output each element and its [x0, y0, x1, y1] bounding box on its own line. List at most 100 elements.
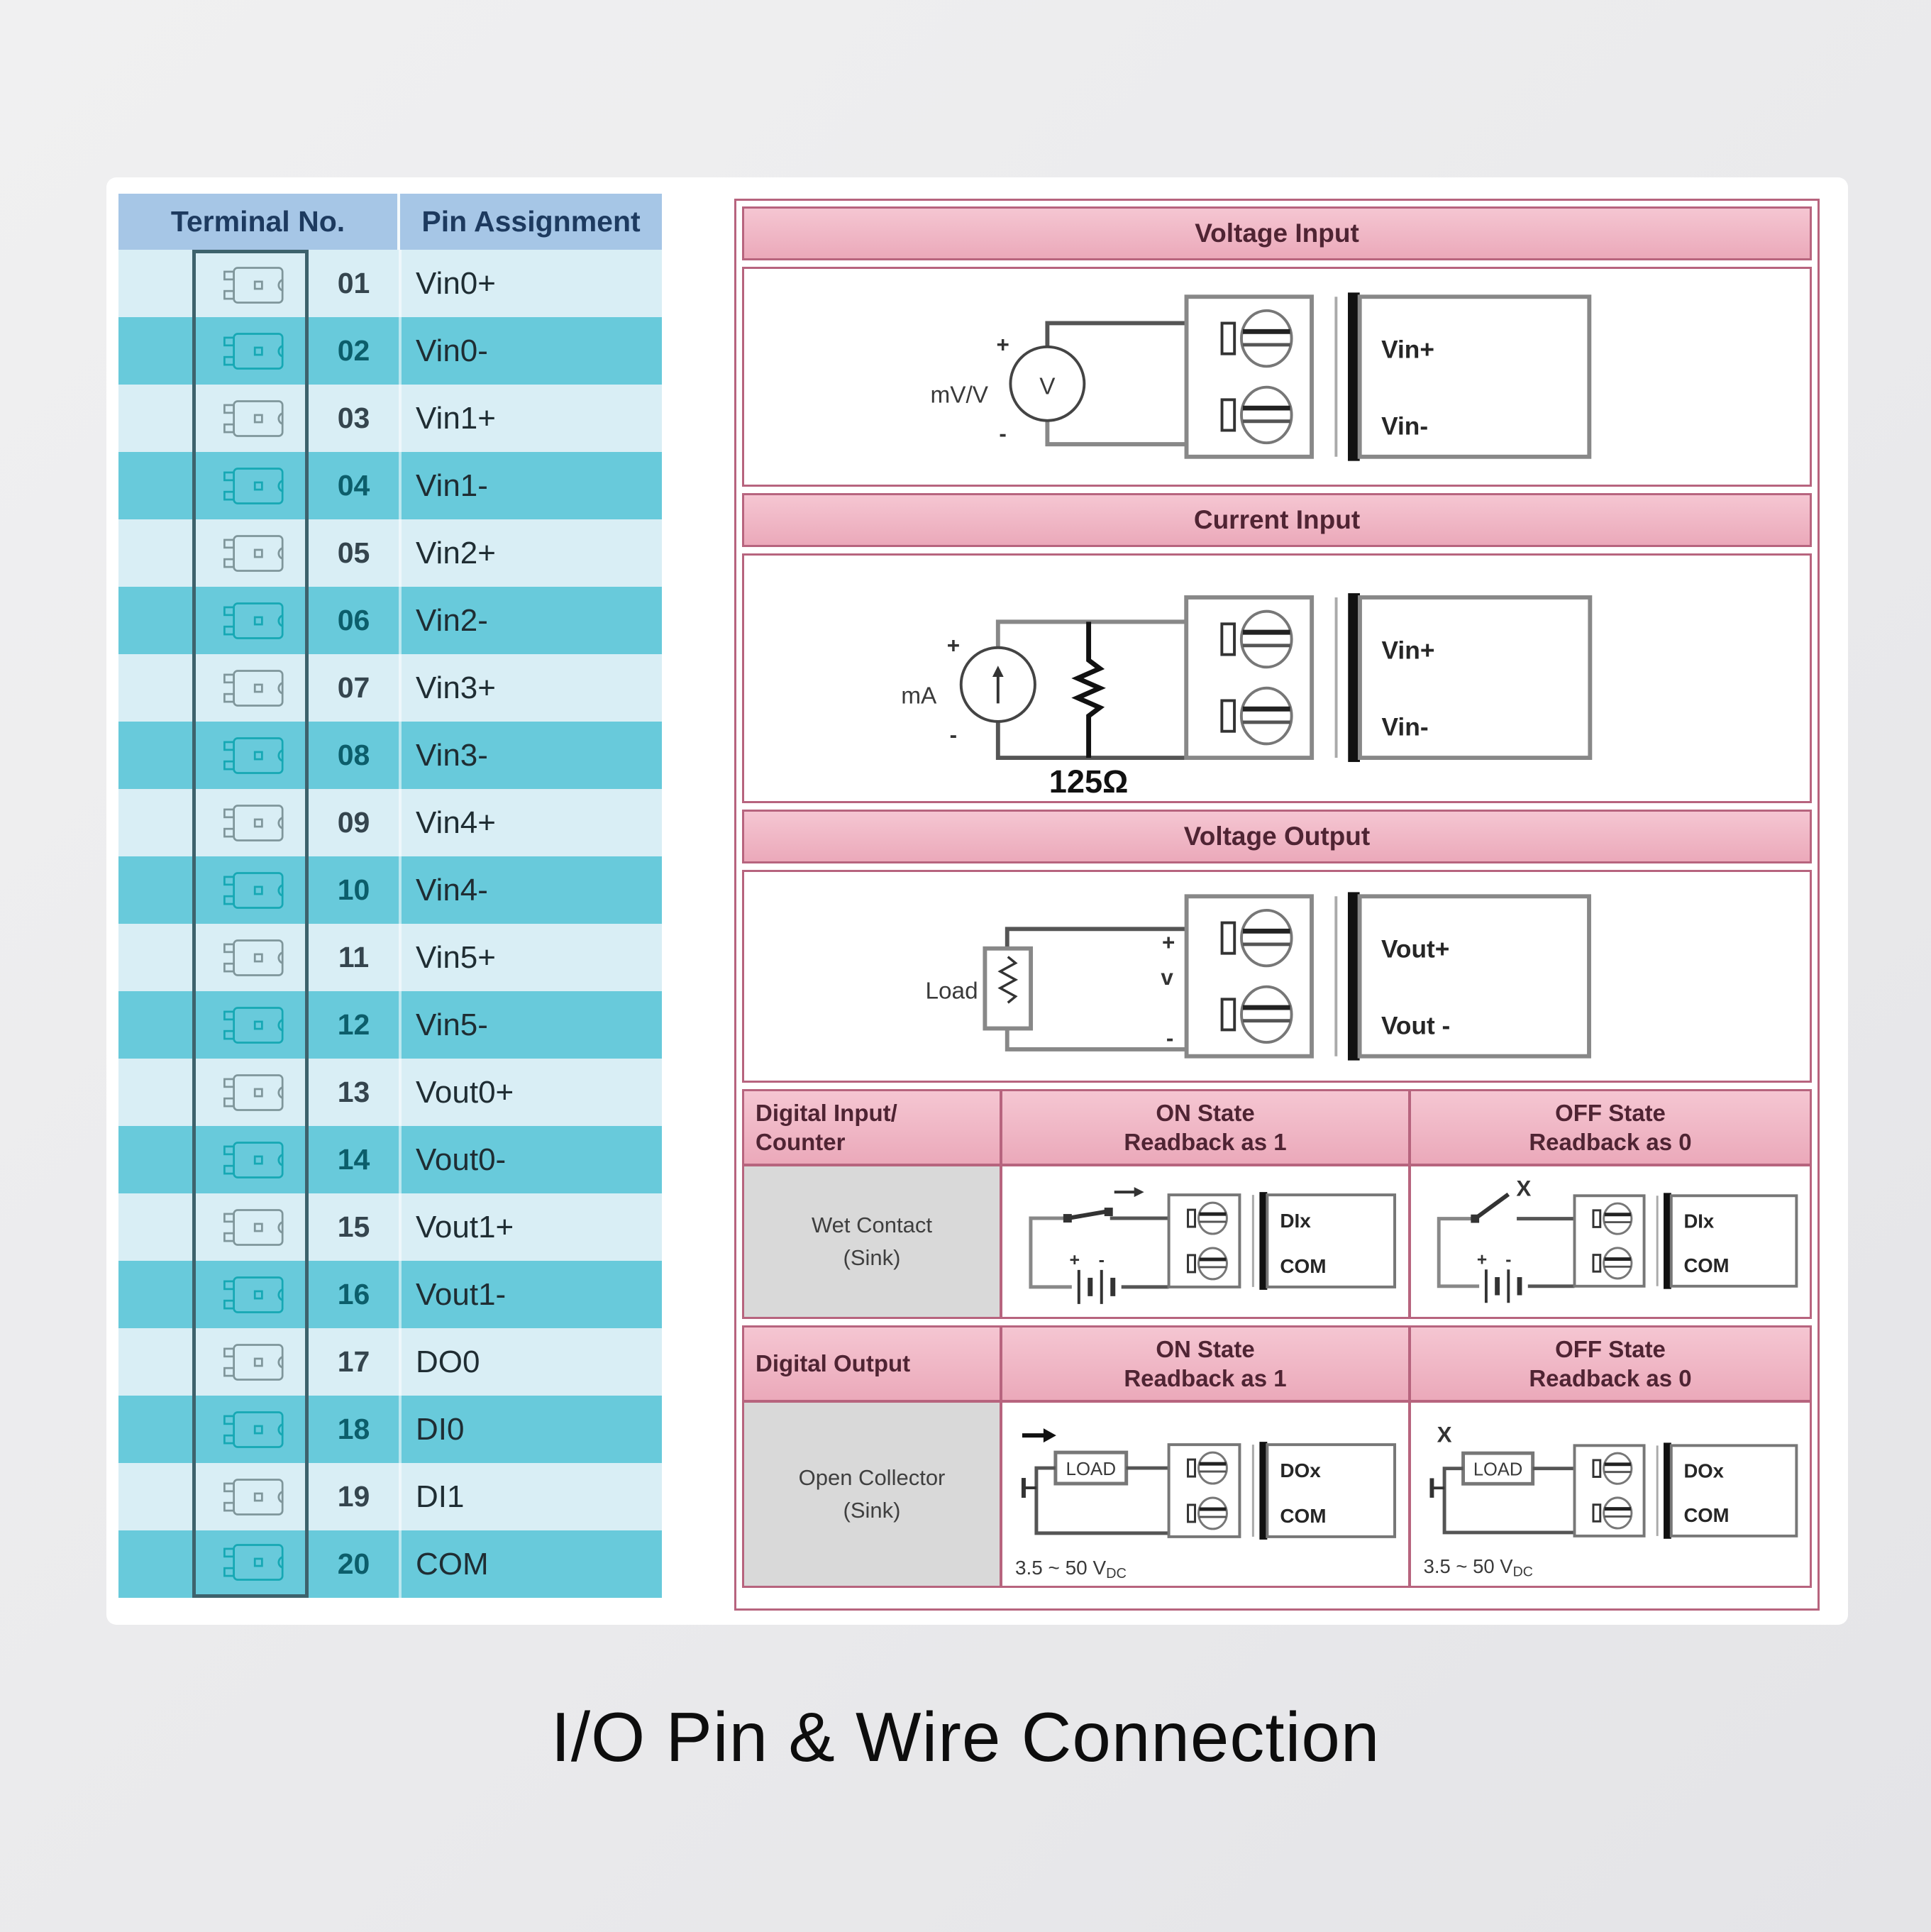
terminal-connector-icon: [223, 332, 284, 370]
svg-text:mA: mA: [901, 683, 937, 709]
terminal-connector-icon: [223, 534, 284, 572]
row-left-pad: [118, 924, 192, 991]
digital-output-header: Digital Output: [744, 1327, 1000, 1400]
terminal-connector-cell: [192, 1261, 309, 1328]
wet-contact-on-diagram: + - DIx COM: [1002, 1166, 1408, 1317]
svg-text:LOAD: LOAD: [1473, 1460, 1522, 1480]
terminal-connector-cell: [192, 1530, 309, 1598]
svg-text:-: -: [999, 421, 1006, 446]
wet-contact-label: Wet Contact (Sink): [744, 1166, 1000, 1317]
terminal-connector-icon: [223, 399, 284, 437]
terminal-connector-cell: [192, 317, 309, 385]
terminal-number: 10: [337, 873, 370, 906]
svg-text:3.5 ~ 50 VDC: 3.5 ~ 50 VDC: [1015, 1557, 1127, 1582]
terminal-number: 06: [337, 604, 370, 636]
open-collector-on-diagram: LOAD DOx COM 3.5 ~ 50 VDC: [1002, 1403, 1408, 1586]
terminal-number: 01: [337, 267, 370, 299]
table-row: 14 Vout0-: [118, 1126, 662, 1193]
table-row: 17 DO0: [118, 1328, 662, 1396]
terminal-connector-cell: [192, 924, 309, 991]
open-collector-off-circuit-icon: X LOAD DOx COM 3.5 ~ 50 VDC: [1424, 1422, 1810, 1580]
pin-assignment-value: DO0: [399, 1328, 662, 1396]
table-row: 01 Vin0+: [118, 250, 662, 317]
row-left-pad: [118, 722, 192, 789]
terminal-number: 04: [337, 469, 370, 502]
terminal-connector-cell: [192, 654, 309, 722]
terminal-number: 09: [337, 806, 370, 839]
svg-text:+: +: [1162, 930, 1175, 955]
pin-table-body: 01 Vin0+ 02 Vin0-: [118, 250, 662, 1598]
wet-contact-on-circuit-icon: + - DIx COM: [1029, 1187, 1408, 1304]
current-input-diagram: + - mA 125Ω Vin+ Vin-: [742, 553, 1812, 803]
table-row: 03 Vin1+: [118, 385, 662, 452]
terminal-number: 18: [337, 1413, 370, 1445]
row-left-pad: [118, 1463, 192, 1530]
terminal-number: 05: [337, 536, 370, 569]
terminal-connector-cell: [192, 452, 309, 519]
terminal-connector-icon: [223, 467, 284, 504]
terminal-number: 02: [337, 334, 370, 367]
row-left-pad: [118, 587, 192, 654]
svg-text:+: +: [996, 333, 1009, 358]
table-row: 06 Vin2-: [118, 587, 662, 654]
row-left-pad: [118, 991, 192, 1059]
open-collector-label: Open Collector (Sink): [744, 1403, 1000, 1586]
row-left-pad: [118, 385, 192, 452]
svg-text:Load: Load: [925, 978, 978, 1004]
pin-assignment-value: Vin0-: [399, 317, 662, 385]
svg-text:v: v: [1161, 965, 1173, 990]
terminal-number: 08: [337, 739, 370, 771]
table-row: 09 Vin4+: [118, 789, 662, 856]
terminal-connector-icon: [223, 1073, 284, 1111]
terminal-connector-icon: [223, 1006, 284, 1044]
table-row: 08 Vin3-: [118, 722, 662, 789]
pin-assignment-header: Pin Assignment: [397, 194, 662, 250]
svg-text:+: +: [1070, 1250, 1080, 1270]
table-row: 07 Vin3+: [118, 654, 662, 722]
voltage-input-diagram: V + - mV/V Vin+ Vin-: [742, 267, 1812, 487]
voltage-input-circuit-icon: V + - mV/V Vin+ Vin-: [931, 269, 1810, 485]
pin-assignment-value: Vout0+: [399, 1059, 662, 1126]
svg-text:COM: COM: [1683, 1254, 1729, 1276]
pin-table-header: Terminal No. Pin Assignment: [118, 194, 662, 250]
terminal-connector-cell: [192, 789, 309, 856]
row-left-pad: [118, 452, 192, 519]
table-row: 10 Vin4-: [118, 856, 662, 924]
svg-text:+: +: [1477, 1250, 1487, 1269]
terminal-connector-icon: [223, 602, 284, 639]
di-on-state-header: ON State Readback as 1: [1002, 1091, 1408, 1164]
terminal-number: 03: [337, 402, 370, 434]
voltage-output-diagram: Load + v - Vout+ Vout -: [742, 870, 1812, 1083]
page-title: I/O Pin & Wire Connection: [550, 1698, 1381, 1776]
row-left-pad: [118, 250, 192, 317]
open-collector-on-circuit-icon: LOAD DOx COM 3.5 ~ 50 VDC: [1015, 1428, 1408, 1582]
table-row: 02 Vin0-: [118, 317, 662, 385]
terminal-connector-icon: [223, 1544, 284, 1581]
svg-text:V: V: [1039, 374, 1056, 400]
terminal-connector-cell: [192, 519, 309, 587]
table-row: 05 Vin2+: [118, 519, 662, 587]
row-left-pad: [118, 654, 192, 722]
terminal-number: 15: [337, 1210, 370, 1243]
wet-contact-off-diagram: X + - DIx COM: [1411, 1166, 1810, 1317]
svg-text:Vin-: Vin-: [1381, 714, 1428, 741]
content-panel: Terminal No. Pin Assignment 01 Vin0+: [106, 177, 1848, 1625]
table-row: 20 COM: [118, 1530, 662, 1598]
terminal-connector-cell: [192, 1463, 309, 1530]
table-row: 18 DI0: [118, 1396, 662, 1463]
svg-text:LOAD: LOAD: [1066, 1459, 1116, 1479]
table-row: 19 DI1: [118, 1463, 662, 1530]
terminal-number: 07: [337, 671, 370, 704]
digital-output-grid: Digital Output ON State Readback as 1 OF…: [742, 1325, 1812, 1588]
svg-text:DOx: DOx: [1683, 1459, 1724, 1481]
row-left-pad: [118, 519, 192, 587]
table-row: 12 Vin5-: [118, 991, 662, 1059]
svg-text:COM: COM: [1683, 1504, 1729, 1526]
svg-text:COM: COM: [1280, 1505, 1326, 1527]
svg-text:-: -: [950, 722, 957, 747]
pin-assignment-value: Vout1-: [399, 1261, 662, 1328]
svg-text:Vin+: Vin+: [1381, 636, 1434, 664]
pin-assignment-value: Vin3-: [399, 722, 662, 789]
terminal-number: 12: [337, 1008, 370, 1041]
terminal-connector-icon: [223, 1478, 284, 1516]
